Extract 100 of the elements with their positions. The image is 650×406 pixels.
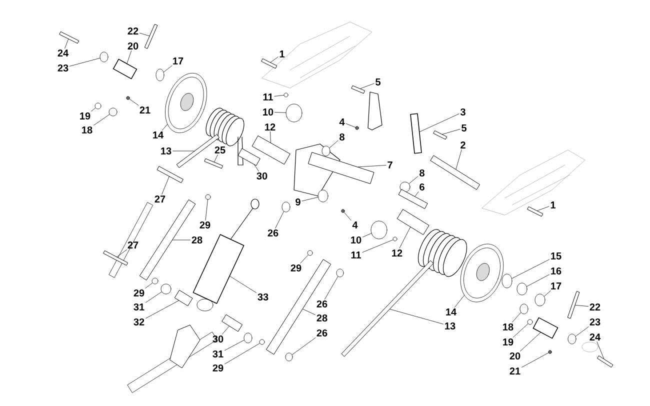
callout-number: 22 bbox=[128, 28, 138, 34]
bolt bbox=[144, 24, 158, 49]
callout-number: 30 bbox=[256, 172, 268, 180]
leader-line bbox=[544, 290, 551, 297]
leader-line bbox=[360, 83, 374, 89]
clamp-block bbox=[532, 317, 558, 339]
leader-line bbox=[575, 326, 589, 337]
callout-number: 24 bbox=[590, 334, 600, 340]
callout-number: 14 bbox=[153, 132, 164, 138]
callout-number: 7 bbox=[388, 162, 392, 168]
leader-line bbox=[362, 233, 372, 238]
callout-number: 10 bbox=[351, 236, 362, 244]
callout-number: 27 bbox=[128, 242, 138, 248]
bolt bbox=[156, 166, 184, 183]
washer bbox=[392, 236, 398, 242]
callout-number: 1 bbox=[280, 50, 284, 58]
pin bbox=[341, 209, 345, 213]
bolt bbox=[351, 85, 365, 94]
callout-number: 13 bbox=[161, 147, 172, 155]
leader-line bbox=[146, 292, 162, 303]
leader-line bbox=[162, 176, 170, 194]
spring-arm bbox=[341, 260, 434, 357]
bracket-plate bbox=[410, 113, 422, 154]
retaining-ring bbox=[516, 282, 528, 296]
callout-number: 2 bbox=[460, 142, 466, 148]
pin bbox=[548, 350, 552, 354]
bushing bbox=[156, 68, 164, 82]
leader-line bbox=[399, 226, 411, 248]
leader-line bbox=[420, 114, 460, 132]
callout-number: 17 bbox=[551, 282, 562, 290]
clamp-block bbox=[112, 58, 138, 80]
leader-line bbox=[222, 326, 230, 334]
bolt bbox=[103, 250, 128, 266]
callout-number: 19 bbox=[503, 338, 514, 346]
callout-number: 8 bbox=[340, 133, 344, 141]
leader-line bbox=[520, 332, 541, 352]
bolt bbox=[261, 58, 277, 69]
bushing bbox=[534, 294, 546, 306]
bolt bbox=[59, 31, 79, 44]
callout-number: 11 bbox=[263, 94, 274, 100]
callout-number: 5 bbox=[462, 124, 466, 132]
leader-line bbox=[346, 123, 356, 128]
leader-line bbox=[522, 352, 549, 368]
bolt bbox=[433, 130, 447, 140]
callout-number: 9 bbox=[296, 198, 300, 206]
leader-line bbox=[512, 259, 550, 279]
bushing bbox=[322, 146, 330, 156]
leader-line bbox=[224, 343, 260, 364]
tube bbox=[396, 209, 430, 235]
callout-number: 1 bbox=[550, 202, 556, 208]
callout-number: 23 bbox=[590, 318, 600, 326]
washer bbox=[259, 339, 265, 345]
leader-line bbox=[329, 140, 338, 148]
bolt bbox=[527, 206, 543, 217]
leader-line bbox=[362, 240, 394, 253]
callout-number: 16 bbox=[551, 267, 562, 275]
callout-number: 31 bbox=[134, 303, 144, 311]
bushing bbox=[520, 304, 528, 314]
leader-line bbox=[442, 128, 460, 134]
leader-line bbox=[270, 56, 278, 63]
leader-line bbox=[512, 312, 522, 322]
nut bbox=[336, 268, 344, 278]
callout-number: 27 bbox=[154, 196, 166, 202]
leader-line bbox=[172, 150, 194, 152]
callout-number: 5 bbox=[376, 78, 380, 86]
leader-line bbox=[390, 308, 444, 324]
callout-number: 29 bbox=[212, 364, 224, 372]
callout-number: 26 bbox=[316, 300, 328, 308]
callout-number: 32 bbox=[134, 318, 144, 326]
leader-line bbox=[64, 38, 69, 48]
bolt bbox=[204, 158, 223, 169]
leader-line bbox=[129, 98, 139, 106]
callout-number: 21 bbox=[140, 106, 150, 114]
leader-line bbox=[274, 95, 284, 96]
tube bbox=[174, 290, 193, 306]
leader-line bbox=[70, 58, 100, 66]
callout-number: 25 bbox=[214, 146, 226, 154]
bolt bbox=[567, 291, 580, 319]
callout-number: 22 bbox=[590, 304, 600, 310]
callout-number: 3 bbox=[460, 108, 466, 116]
callout-number: 28 bbox=[192, 236, 202, 244]
callout-number: 31 bbox=[212, 350, 224, 358]
washer bbox=[152, 278, 158, 284]
washer bbox=[284, 92, 288, 98]
callout-number: 14 bbox=[446, 308, 456, 316]
leader-line bbox=[162, 124, 168, 131]
pin bbox=[126, 96, 130, 100]
leader-line bbox=[164, 65, 172, 72]
shaft bbox=[430, 155, 480, 190]
bushing bbox=[318, 190, 328, 202]
leader-line bbox=[140, 32, 150, 36]
leader-line bbox=[274, 112, 286, 113]
callout-number: 15 bbox=[551, 252, 562, 260]
leader-line bbox=[358, 165, 386, 168]
callout-number: 6 bbox=[420, 183, 424, 191]
callout-number: 33 bbox=[258, 293, 268, 301]
leader-line bbox=[526, 274, 550, 287]
leader-line bbox=[456, 149, 462, 170]
bushing bbox=[286, 104, 302, 122]
leader-line bbox=[214, 154, 218, 162]
